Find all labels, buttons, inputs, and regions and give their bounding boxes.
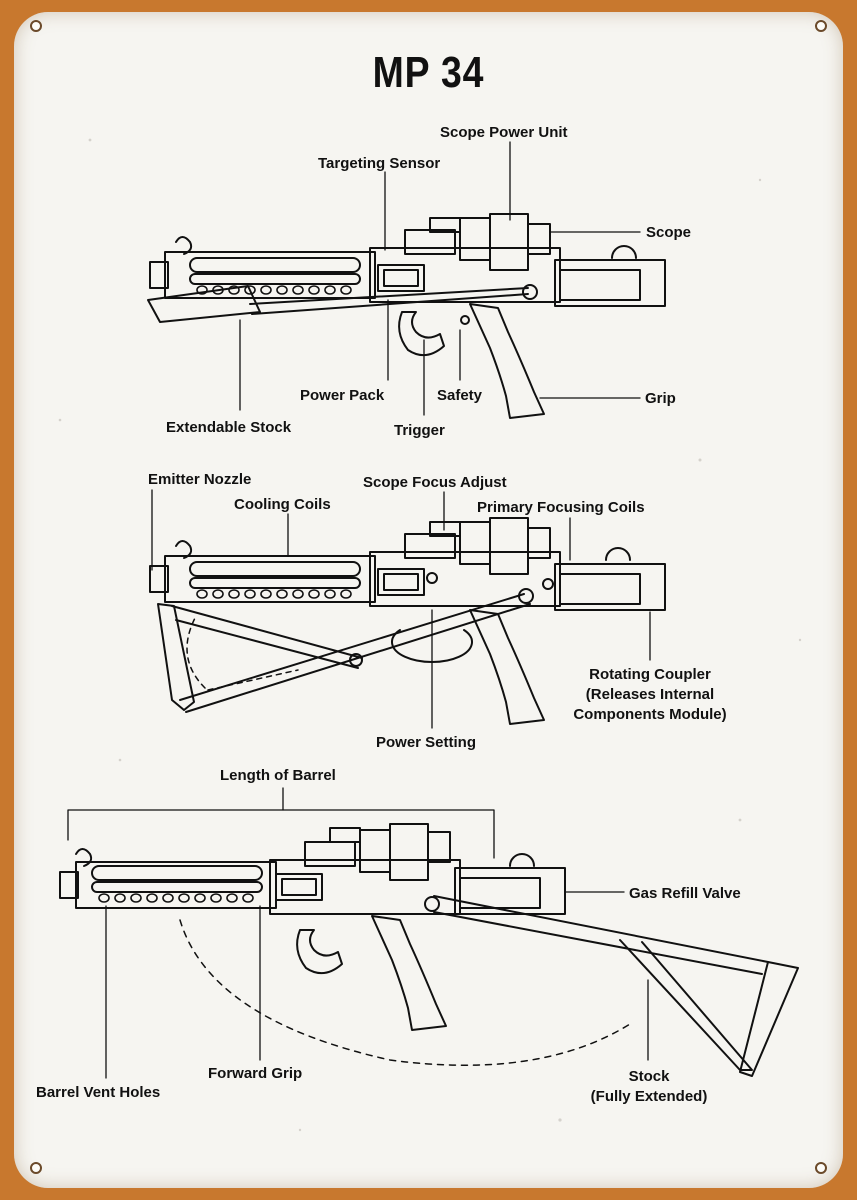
- label-emitter-nozzle: Emitter Nozzle: [148, 471, 252, 488]
- label-length-of-barrel: Length of Barrel: [220, 767, 336, 784]
- leader-lines: [67, 141, 651, 1079]
- label-rotating-coupler-line3: Components Module): [573, 706, 727, 723]
- label-power-setting: Power Setting: [376, 734, 477, 751]
- screw-hole-top-right: [815, 20, 827, 32]
- label-primary-focusing-coils: Primary Focusing Coils: [477, 499, 645, 516]
- label-scope-focus-adjust: Scope Focus Adjust: [363, 474, 507, 491]
- label-targeting-sensor: Targeting Sensor: [318, 155, 441, 172]
- screw-hole-bottom-right: [815, 1162, 827, 1174]
- rifle-diagram-middle: [149, 517, 666, 725]
- label-stock-line2: (Fully Extended): [590, 1088, 708, 1105]
- screw-hole-bottom-left: [30, 1162, 42, 1174]
- screw-hole-top-left: [30, 20, 42, 32]
- label-barrel-vent-holes: Barrel Vent Holes: [36, 1084, 161, 1101]
- label-rotating-coupler-line1: Rotating Coupler: [589, 666, 711, 683]
- sign-panel: [14, 12, 843, 1188]
- label-stock-line1: Stock: [628, 1068, 670, 1085]
- label-rotating-coupler-line2: (Releases Internal: [585, 686, 715, 703]
- rifle-diagram-top: [147, 213, 666, 419]
- label-power-pack: Power Pack: [300, 387, 385, 404]
- label-scope: Scope: [646, 224, 692, 241]
- page-title: MP 34: [372, 48, 485, 97]
- label-trigger: Trigger: [394, 422, 445, 439]
- label-grip: Grip: [645, 390, 676, 407]
- label-safety: Safety: [437, 387, 483, 404]
- label-rotating-coupler: Rotating Coupler (Releases Internal Comp…: [562, 666, 738, 724]
- label-forward-grip: Forward Grip: [208, 1065, 303, 1082]
- rifle-diagram-bottom: [59, 823, 799, 1077]
- label-gas-refill-valve: Gas Refill Valve: [629, 885, 741, 902]
- label-extendable-stock: Extendable Stock: [166, 419, 292, 436]
- label-scope-power-unit: Scope Power Unit: [440, 124, 568, 141]
- label-cooling-coils: Cooling Coils: [234, 496, 331, 513]
- label-stock: Stock (Fully Extended): [578, 1068, 720, 1106]
- distress-texture: [58, 138, 802, 1132]
